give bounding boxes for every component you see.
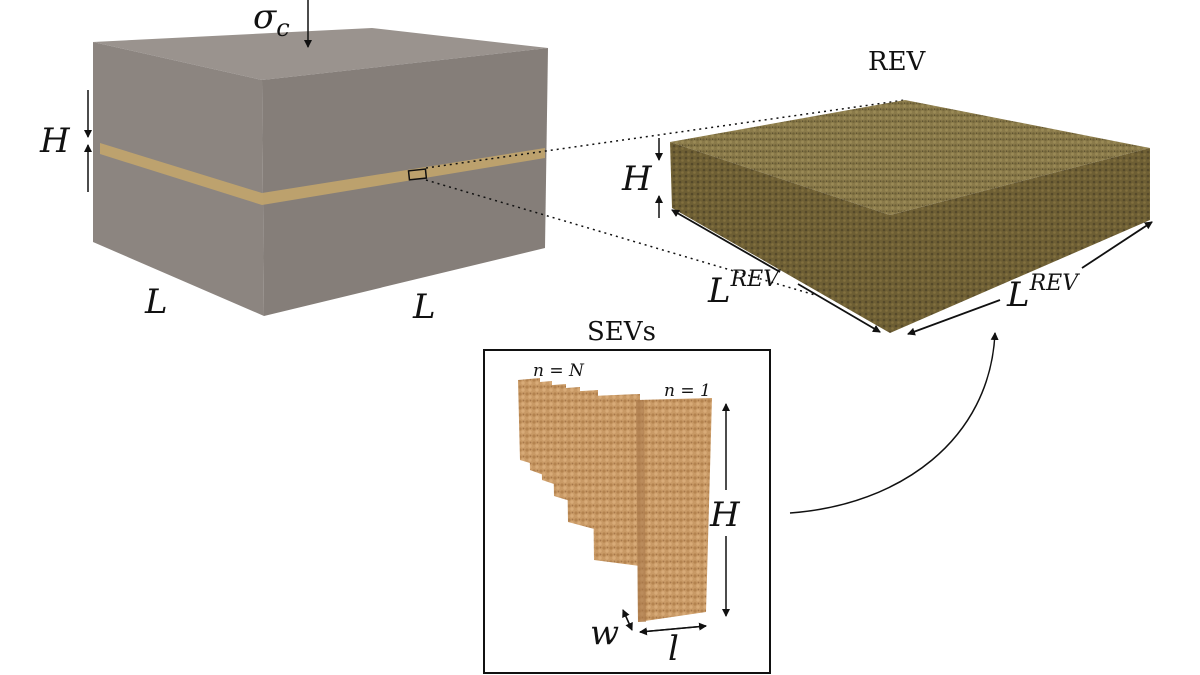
n-1-label: n = 1 xyxy=(664,381,711,401)
zoom-line-top xyxy=(425,99,906,169)
lrev-left-label: LREV xyxy=(707,267,781,311)
sevs-title: SEVs xyxy=(587,317,656,347)
lrev-right-arrow-b xyxy=(1081,221,1153,269)
w-label: w xyxy=(590,613,619,653)
l-sev-label: l xyxy=(668,629,679,669)
lrev-left-arrow-a xyxy=(671,209,781,273)
sev-columns xyxy=(518,378,712,622)
sev-column xyxy=(566,390,598,530)
sigma-c-label: σc xyxy=(253,0,290,42)
upscale-arrow xyxy=(789,332,999,514)
sev-column-shade xyxy=(636,400,646,622)
rev-side-face xyxy=(890,148,1150,333)
rev-title: REV xyxy=(868,47,927,77)
h-rev-label: H xyxy=(621,159,653,199)
cube-front-face xyxy=(93,42,264,316)
large-sample-cube xyxy=(93,28,548,316)
lrev-right-label: LREV xyxy=(1006,271,1080,315)
l-arrow-back xyxy=(639,625,707,636)
rev-slab xyxy=(670,100,1150,333)
rev-front-face xyxy=(670,142,890,333)
zoom-line-bottom xyxy=(425,179,816,296)
sev-column xyxy=(636,398,712,622)
n-N-label: n = N xyxy=(533,361,585,381)
h-large-label: H xyxy=(39,121,71,161)
l-right-label: L xyxy=(412,287,436,327)
lrev-left-arrow-b xyxy=(797,283,881,333)
rev-top-face xyxy=(670,100,1150,215)
w-arrow-back xyxy=(622,609,633,631)
localization-band xyxy=(100,143,545,205)
sev-column xyxy=(592,394,640,566)
rev-selection-box xyxy=(407,168,428,181)
h-sev-label: H xyxy=(709,495,741,535)
lrev-right-arrow-a xyxy=(907,299,1001,336)
l-left-label: L xyxy=(144,282,168,322)
cube-side-face xyxy=(262,48,548,316)
cube-top-face xyxy=(93,28,548,80)
